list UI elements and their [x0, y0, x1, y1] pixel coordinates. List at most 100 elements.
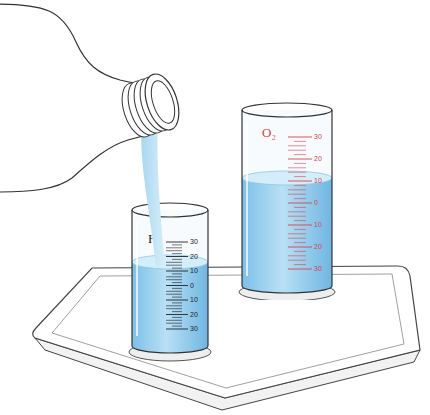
- scale-tick-minor: [166, 276, 182, 277]
- bottle-thread: [122, 77, 166, 139]
- scale-tick-minor: [288, 233, 306, 234]
- scale-tick-minor: [166, 320, 182, 321]
- cylinder-rim: [132, 203, 208, 217]
- cylinder-wall: [331, 110, 332, 286]
- scale-tick-minor: [172, 326, 182, 327]
- scale-tick-minor: [294, 176, 306, 177]
- bottle-thread: [128, 75, 172, 137]
- scale-tick-minor: [288, 238, 306, 239]
- scale-tick-minor: [294, 220, 306, 221]
- glass-highlight: [246, 122, 248, 276]
- scale-number: 20: [314, 155, 322, 163]
- scale-tick: [288, 181, 312, 182]
- cylinder-drawing: [128, 200, 212, 362]
- scale-tick-minor: [166, 265, 182, 266]
- scale-number: 30: [190, 238, 198, 246]
- water-bottom: [132, 339, 208, 353]
- bottle-mouth: [139, 70, 185, 134]
- bottle-thread: [134, 73, 178, 135]
- bottle-thread: [116, 79, 160, 141]
- scale-tick-minor: [172, 259, 182, 260]
- scale-tick: [166, 314, 188, 315]
- scale-number: 20: [190, 253, 198, 261]
- scale-number: 0: [314, 199, 318, 207]
- scale-tick-minor: [172, 297, 182, 298]
- scale-number: 0: [190, 282, 194, 290]
- scale-tick-minor: [288, 194, 306, 195]
- water-body: [242, 178, 332, 286]
- scale-tick-minor: [172, 302, 182, 303]
- scale-tick: [288, 247, 312, 248]
- scale-number: 10: [190, 267, 198, 275]
- gas-label: H₂: [148, 232, 162, 245]
- scale-tick-minor: [288, 260, 306, 261]
- tray-rim: [52, 274, 404, 388]
- scale-tick-minor: [166, 291, 182, 292]
- scale-tick: [166, 285, 188, 286]
- scale-number: 30: [314, 133, 322, 141]
- scale-number: 30: [190, 325, 198, 333]
- scale-tick: [166, 256, 188, 257]
- scale-tick-minor: [294, 154, 306, 155]
- scale-number: 30: [314, 265, 322, 273]
- scale-tick: [166, 329, 188, 330]
- scale-tick-minor: [288, 211, 306, 212]
- scale-number: 20: [314, 243, 322, 251]
- scale-tick-minor: [288, 189, 306, 190]
- scale-tick-minor: [172, 253, 182, 254]
- scale-tick-minor: [288, 255, 306, 256]
- scale-tick-minor: [166, 250, 182, 251]
- scale-tick-minor: [294, 242, 306, 243]
- scale-tick: [288, 269, 312, 270]
- scale-tick-minor: [166, 247, 182, 248]
- graduated-cylinder: H₂: [128, 200, 212, 362]
- scale-tick-minor: [172, 288, 182, 289]
- scale-tick-minor: [294, 185, 306, 186]
- water-surface: [242, 171, 332, 185]
- scale-tick-minor: [288, 172, 306, 173]
- cylinder-rim: [242, 103, 332, 117]
- scale-tick-minor: [166, 294, 182, 295]
- scale-tick: [288, 225, 312, 226]
- scale-tick-minor: [166, 262, 182, 263]
- water-body: [132, 262, 208, 346]
- scale-tick-minor: [294, 207, 306, 208]
- scale-number: 10: [190, 296, 198, 304]
- scale-tick: [166, 242, 188, 243]
- scale-tick-minor: [172, 311, 182, 312]
- scale-tick-minor: [294, 163, 306, 164]
- scale-tick-minor: [294, 264, 306, 265]
- scale-tick: [166, 300, 188, 301]
- cylinder-bottom: [242, 286, 332, 293]
- scale-tick-minor: [166, 323, 182, 324]
- cylinder-glass: [132, 210, 208, 346]
- bottle-opening: [147, 78, 180, 126]
- cylinder-glass: [242, 110, 332, 286]
- scale-tick-minor: [166, 305, 182, 306]
- scale-tick: [288, 203, 312, 204]
- scale-tick-minor: [172, 317, 182, 318]
- scale-tick-minor: [172, 268, 182, 269]
- cylinder-wall: [241, 110, 242, 286]
- scale-tick-minor: [172, 282, 182, 283]
- scale-tick: [166, 271, 188, 272]
- cylinder-wall: [207, 210, 208, 346]
- scale-number: 10: [314, 177, 322, 185]
- cylinder-bottom: [132, 346, 208, 353]
- scale-tick: [288, 159, 312, 160]
- scale-tick-minor: [294, 198, 306, 199]
- scale-tick-minor: [294, 229, 306, 230]
- scale-tick-minor: [288, 150, 306, 151]
- scale-tick-minor: [166, 308, 182, 309]
- scale-tick: [288, 137, 312, 138]
- scale-tick-minor: [288, 167, 306, 168]
- gas-label: O₂: [262, 126, 276, 139]
- scale-tick-minor: [294, 251, 306, 252]
- scale-tick-minor: [288, 145, 306, 146]
- scale-number: 20: [190, 311, 198, 319]
- scale-number: 10: [314, 221, 322, 229]
- cylinder-wall: [131, 210, 132, 346]
